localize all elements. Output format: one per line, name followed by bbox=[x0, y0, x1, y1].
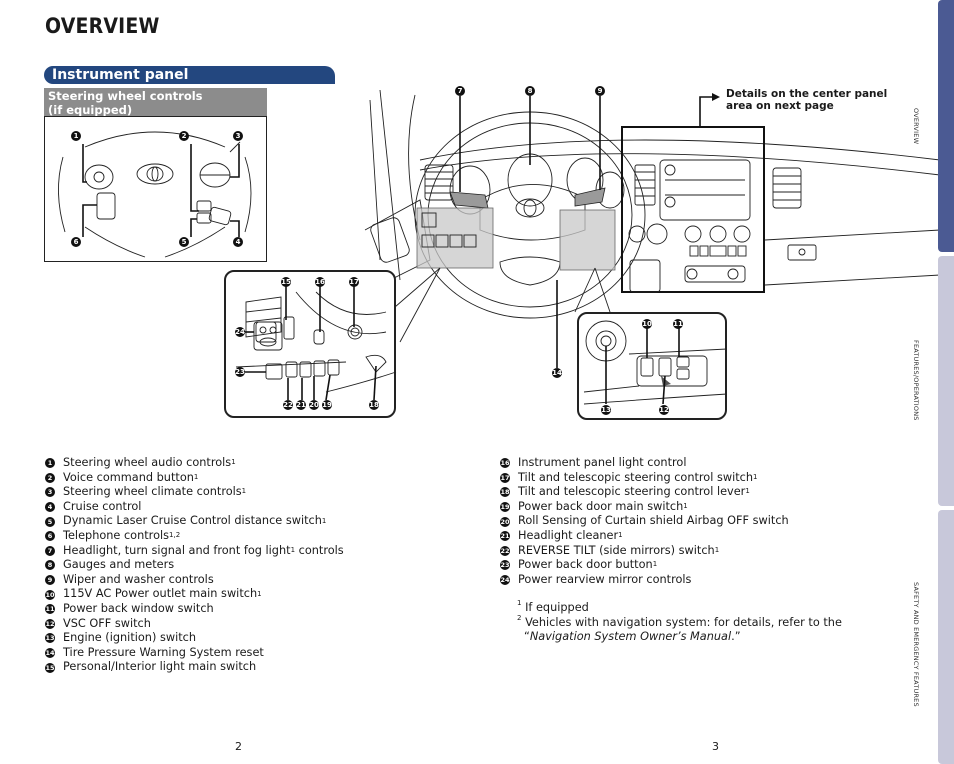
center-panel-note: Details on the center panel area on next… bbox=[726, 88, 887, 112]
subsection-header: Steering wheel controls (if equipped) bbox=[44, 88, 267, 116]
callout-15: 15 bbox=[281, 277, 291, 287]
callout-11: 11 bbox=[673, 319, 683, 329]
callout-19: 19 bbox=[322, 400, 332, 410]
steering-wheel-illustration bbox=[58, 131, 252, 258]
tab-label-features-operations: FEATURES/OPERATIONS bbox=[912, 340, 920, 421]
subsection-title-line1: Steering wheel controls bbox=[48, 89, 203, 103]
callout-16: 16 bbox=[315, 277, 325, 287]
tab-label-safety-emergency: SAFETY AND EMERGENCY FEATURES bbox=[912, 582, 920, 707]
callout-4: 4 bbox=[233, 237, 243, 247]
callout-12: 12 bbox=[659, 405, 669, 415]
tab-features-operations[interactable] bbox=[938, 256, 954, 506]
toyota-logo-icon bbox=[136, 163, 174, 185]
dashboard-illustration bbox=[364, 89, 941, 368]
callout-2: 2 bbox=[179, 131, 189, 141]
callout-24: 24 bbox=[235, 327, 245, 337]
subsection-title-line2: (if equipped) bbox=[48, 103, 133, 117]
center-panel-note-line1: Details on the center panel bbox=[726, 88, 888, 100]
section-title: Instrument panel bbox=[52, 67, 189, 83]
callout-6: 6 bbox=[71, 237, 81, 247]
callout-22: 22 bbox=[283, 400, 293, 410]
page-number-left: 2 bbox=[235, 740, 242, 753]
callout-17: 17 bbox=[349, 277, 359, 287]
steering-wheel-diagram: 1 2 3 4 5 6 bbox=[44, 116, 267, 262]
callout-7: 7 bbox=[455, 86, 465, 96]
section-banner: Instrument panel bbox=[44, 66, 335, 84]
callout-18: 18 bbox=[369, 400, 379, 410]
right-lower-panel-illustration bbox=[583, 320, 728, 405]
callout-1: 1 bbox=[71, 131, 81, 141]
tab-label-overview: OVERVIEW bbox=[912, 108, 920, 145]
page-number-right: 3 bbox=[712, 740, 719, 753]
callout-23: 23 bbox=[235, 367, 245, 377]
left-lower-panel-illustration bbox=[235, 286, 397, 401]
left-lower-panel-inset: 15 16 17 24 23 22 21 20 19 18 bbox=[224, 270, 397, 418]
callout-8: 8 bbox=[525, 86, 535, 96]
callout-10: 10 bbox=[642, 319, 652, 329]
callout-5: 5 bbox=[179, 237, 189, 247]
callout-9: 9 bbox=[595, 86, 605, 96]
page-title: OVERVIEW bbox=[45, 14, 160, 38]
right-lower-panel-inset: 10 11 13 12 bbox=[577, 312, 728, 420]
callout-14: 14 bbox=[552, 368, 562, 378]
footnote-2: 2 Vehicles with navigation system: for d… bbox=[517, 613, 842, 644]
tab-safety-emergency[interactable] bbox=[938, 510, 954, 764]
callout-21: 21 bbox=[296, 400, 306, 410]
toyota-logo-icon bbox=[515, 198, 545, 218]
footnotes: 1 If equipped 2 Vehicles with navigation… bbox=[517, 599, 907, 645]
callout-20: 20 bbox=[309, 400, 319, 410]
center-panel-note-line2: area on next page bbox=[726, 100, 834, 112]
callout-13: 13 bbox=[601, 405, 611, 415]
footnote-1: 1 If equipped bbox=[517, 599, 589, 614]
tab-overview[interactable] bbox=[938, 0, 954, 252]
callout-3: 3 bbox=[233, 131, 243, 141]
